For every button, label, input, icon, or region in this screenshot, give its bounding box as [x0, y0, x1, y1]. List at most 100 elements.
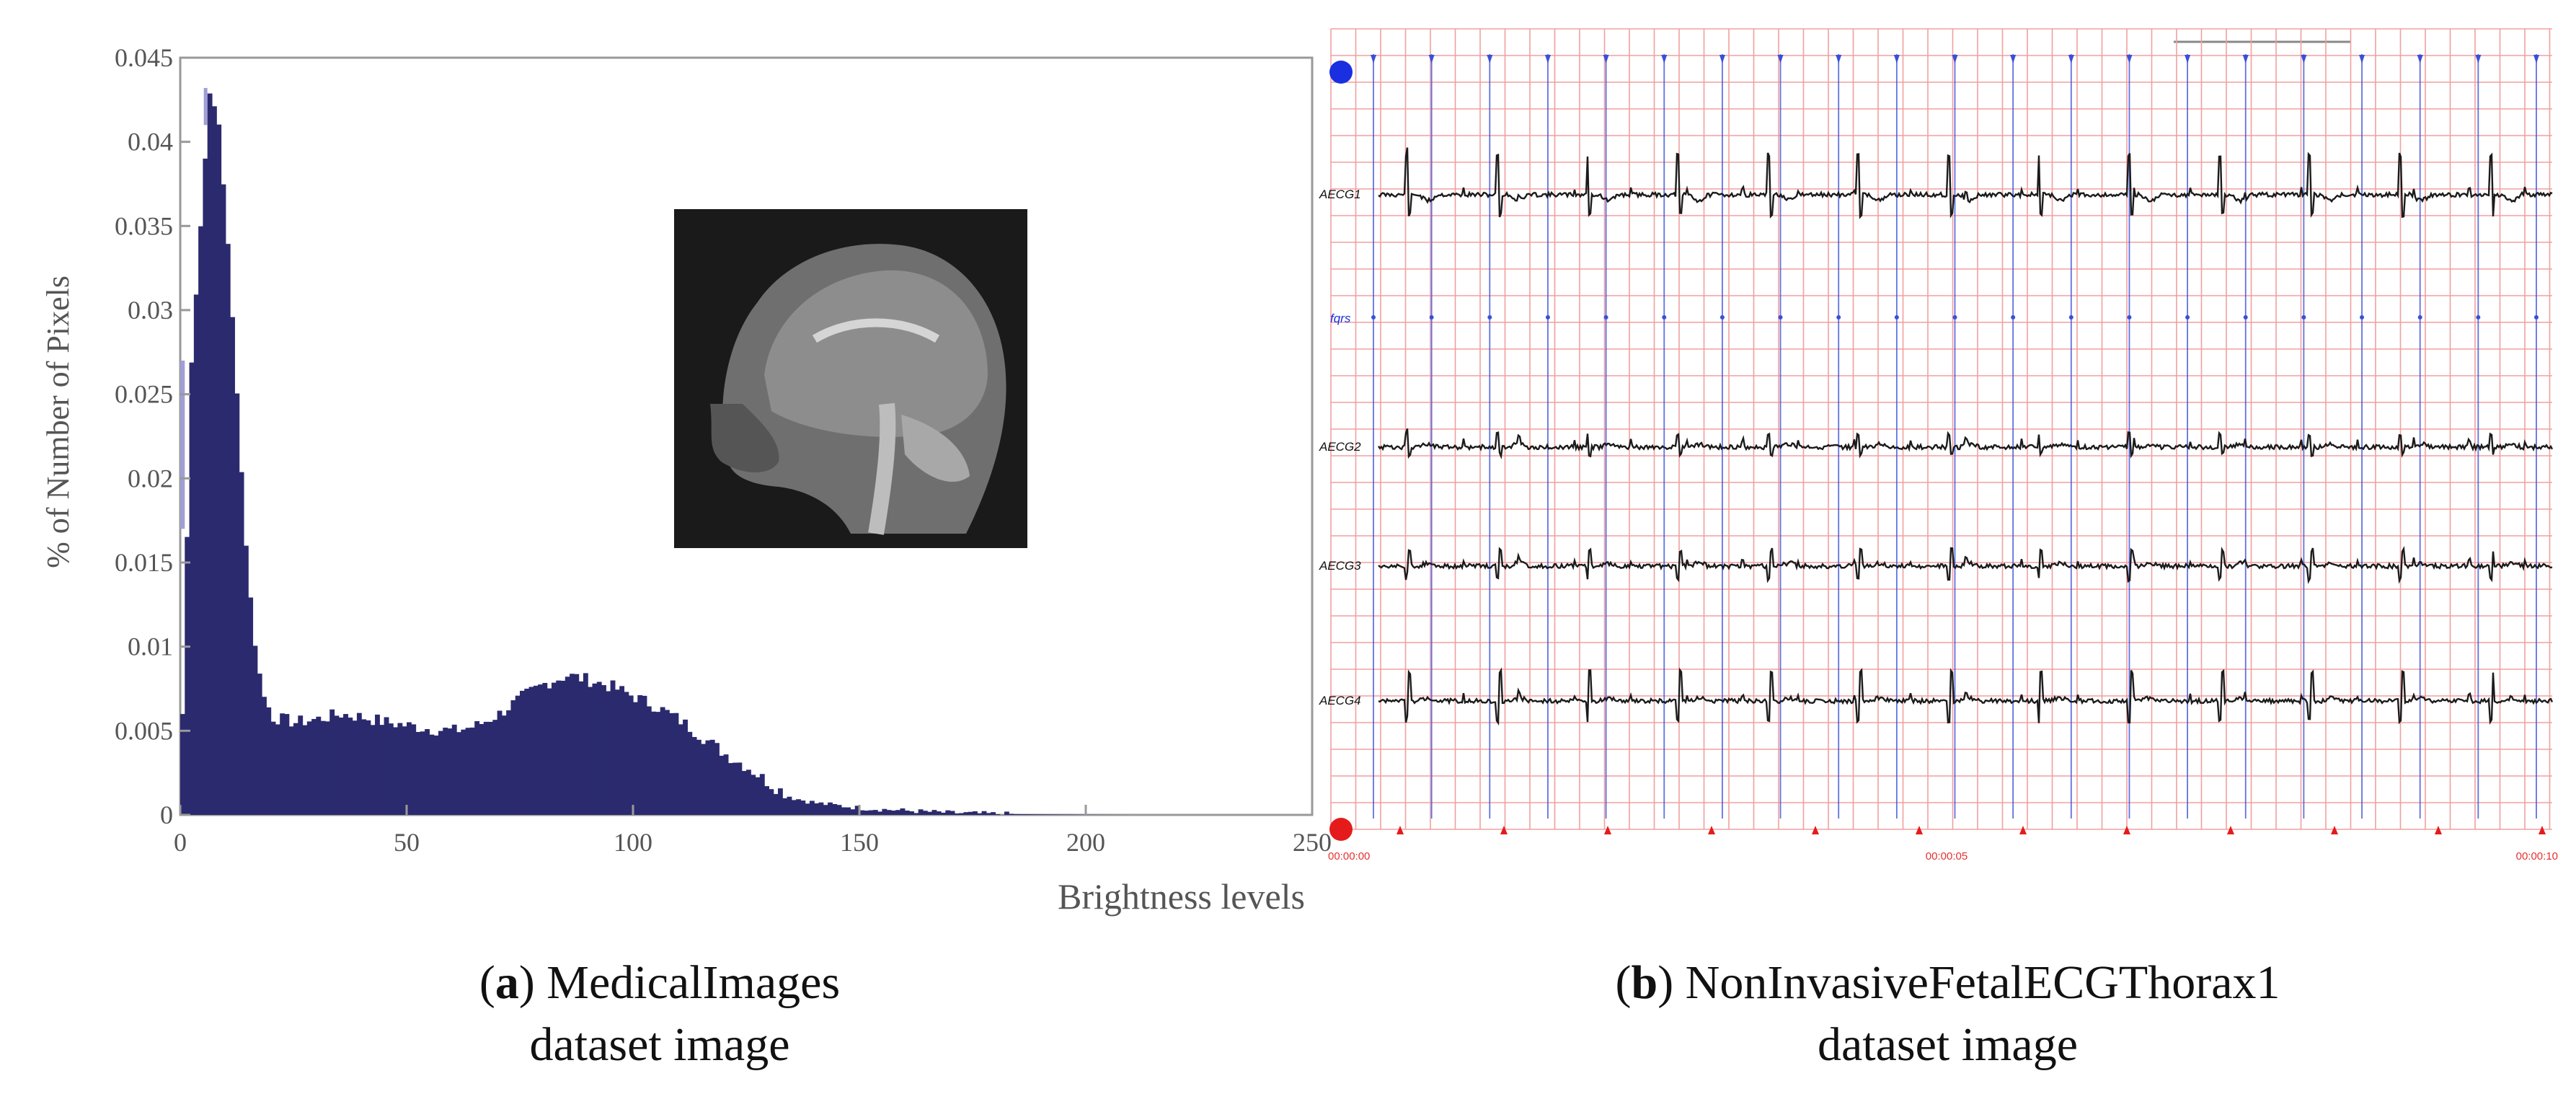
x-tick-label: 150: [840, 828, 879, 857]
histogram-bar: [922, 811, 928, 815]
fqrs-dot: [1487, 315, 1492, 319]
histogram-bar: [872, 810, 878, 815]
caption-a-title: ) MedicalImages: [518, 956, 841, 1009]
y-tick-label: 0.015: [115, 548, 173, 577]
histogram-bar: [556, 680, 562, 815]
histogram-bar: [288, 726, 294, 815]
histogram-bar: [1013, 813, 1019, 815]
fqrs-arrow: [1893, 55, 1900, 63]
histogram-bar: [687, 731, 693, 815]
histogram-bar: [841, 807, 846, 815]
histogram-bar: [678, 724, 683, 815]
caption-a-line1: (a) MedicalImages: [479, 956, 841, 1009]
histogram-bar: [433, 735, 439, 815]
histogram-bar: [981, 811, 987, 815]
maternal-arrow: [2331, 826, 2338, 834]
histogram-bar: [610, 680, 616, 815]
fqrs-dot: [1778, 315, 1783, 319]
histogram-bar: [895, 810, 901, 815]
histogram-bar: [832, 803, 838, 815]
histogram-bar: [1049, 814, 1055, 815]
histogram-bar: [293, 723, 298, 815]
histogram-bar: [578, 681, 584, 815]
histogram-bar: [709, 739, 715, 815]
y-tick-label: 0.03: [128, 296, 173, 325]
fqrs-dot: [2301, 315, 2306, 319]
y-tick-label: 0: [160, 800, 173, 829]
histogram-bar: [823, 805, 828, 815]
fqrs-arrow: [2126, 55, 2133, 63]
fqrs-arrow: [2185, 55, 2191, 63]
histogram-bar: [262, 697, 267, 815]
histogram-bar: [751, 775, 756, 815]
histogram-bar: [420, 731, 425, 815]
histogram-bar: [542, 682, 548, 815]
blue-marker-dot: [1329, 61, 1353, 84]
fqrs-dot: [2360, 315, 2365, 319]
histogram-bar: [1017, 813, 1023, 815]
ecg-grid: [1330, 28, 2552, 830]
histogram-bar: [361, 719, 367, 815]
maternal-arrow: [2019, 826, 2027, 834]
histogram-bar: [973, 811, 978, 815]
histogram-bar: [1058, 814, 1064, 815]
fqrs-arrow: [1719, 55, 1725, 63]
histogram-bar: [515, 695, 521, 815]
fqrs-arrow: [1836, 55, 1842, 63]
x-tick-label: 200: [1066, 828, 1105, 857]
histogram-bar: [443, 728, 448, 815]
histogram-bar: [696, 739, 701, 815]
histogram-bar: [777, 788, 783, 815]
ecg-lead-label: AECG4: [1319, 694, 1361, 707]
fqrs-arrow: [1661, 55, 1668, 63]
histogram-bar: [375, 714, 380, 815]
fqrs-arrow: [1544, 55, 1551, 63]
histogram-bar: [284, 714, 290, 815]
histogram-bar: [243, 545, 249, 815]
histogram-bar: [828, 802, 833, 815]
histogram-bar: [977, 813, 983, 815]
histogram-bar: [465, 728, 471, 815]
fqrs-dot: [2243, 315, 2248, 319]
fqrs-arrow: [1487, 55, 1493, 63]
fqrs-arrow: [1371, 55, 1376, 63]
histogram-bar: [266, 707, 272, 815]
histogram-bar: [968, 811, 973, 815]
histogram-chart: 00.0050.010.0150.020.0250.030.0350.040.0…: [40, 43, 1332, 917]
histogram-bar: [963, 812, 969, 815]
histogram-bar: [606, 691, 611, 815]
histogram-bar: [624, 692, 629, 815]
fqrs-dot: [1836, 315, 1841, 319]
histogram-bar: [596, 681, 602, 815]
histogram-bar: [402, 726, 407, 815]
histogram-bar: [429, 734, 435, 815]
histogram-bar: [302, 725, 308, 815]
fqrs-dot: [2185, 315, 2190, 319]
histogram-bar: [719, 755, 725, 815]
fqrs-dot: [2011, 315, 2016, 319]
histogram-bar: [818, 802, 824, 815]
histogram-bar: [324, 721, 330, 815]
caption-b-line2: dataset image: [1817, 1018, 2078, 1071]
histogram-bar: [193, 294, 199, 815]
histogram-bar: [809, 800, 815, 815]
caption-a: (a) MedicalImages dataset image: [0, 952, 1319, 1076]
histogram-bar: [601, 685, 606, 815]
histogram-bar: [1031, 814, 1037, 815]
histogram-bar-highlight: [180, 361, 185, 529]
histogram-bar: [298, 715, 304, 815]
y-tick-label: 0.035: [115, 211, 173, 240]
histogram-bar: [941, 812, 946, 815]
histogram-bar: [669, 713, 675, 815]
histogram-bar: [904, 810, 910, 815]
histogram-bar: [510, 700, 516, 815]
histogram-bar: [570, 674, 575, 815]
histogram-bar: [366, 720, 371, 815]
y-tick-label: 0.01: [128, 632, 173, 661]
histogram-bar: [868, 810, 874, 815]
histogram-bar: [619, 686, 625, 815]
histogram-bar: [814, 803, 820, 815]
mri-face: [710, 404, 779, 472]
histogram-bar: [343, 714, 348, 815]
